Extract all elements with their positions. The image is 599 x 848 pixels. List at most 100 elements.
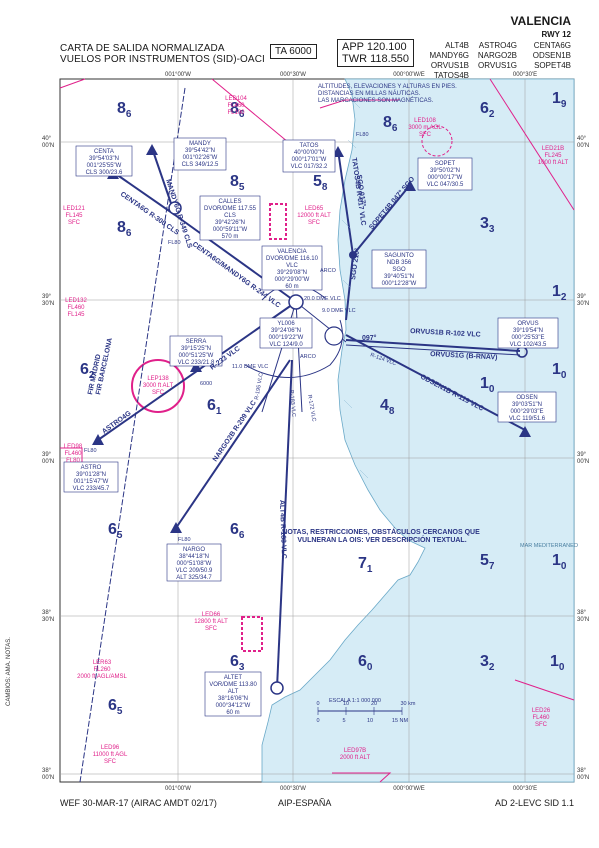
- svg-text:ALTET: ALTET: [224, 675, 243, 681]
- svg-text:000°19'22"W: 000°19'22"W: [269, 335, 304, 341]
- route-orvus-rnav: [345, 344, 521, 356]
- msa-value: 19: [552, 90, 567, 110]
- msa-value: 58: [313, 173, 328, 193]
- footer-publication: AIP-ESPAÑA: [278, 798, 332, 808]
- svg-text:SFC: SFC: [68, 220, 81, 226]
- waypoint-boxes: CENTA 39°54'03"N 001°25'55"W CLS 300/23.…: [63, 137, 559, 717]
- svg-text:39°40'51"N: 39°40'51"N: [384, 274, 414, 280]
- tick-left: 39°00'N: [42, 452, 54, 465]
- svg-text:SFC: SFC: [535, 722, 548, 728]
- svg-text:LED97B: LED97B: [344, 748, 366, 754]
- svg-text:FL145: FL145: [65, 213, 83, 219]
- route-orvus: [345, 339, 521, 352]
- svg-text:39°01'28"N: 39°01'28"N: [76, 472, 106, 478]
- svg-text:39°54'42"N: 39°54'42"N: [185, 148, 215, 154]
- label-r183a: R-183 VLC: [288, 390, 296, 418]
- svg-text:39°42'26"N: 39°42'26"N: [215, 220, 245, 226]
- svg-text:FL460: FL460: [532, 715, 550, 721]
- svg-text:ALT: ALT: [228, 689, 239, 695]
- msa-value: 86: [230, 100, 245, 120]
- route-sopet: [352, 184, 411, 256]
- sagunto-box: SAGUNTO NDB 356 SGO 39°40'51"N 000°12'28…: [371, 249, 427, 289]
- valencia-vor-icon: [288, 294, 304, 310]
- tick-left: 38°00'N: [42, 768, 54, 781]
- area-led97b-line: [332, 772, 392, 783]
- svg-text:FL460: FL460: [64, 451, 82, 457]
- yl006-box: YL006 39°24'06"N 000°19'22"W VLC 124/9.0: [259, 317, 313, 349]
- route-centa: [112, 171, 176, 216]
- msa-value: 85: [230, 173, 245, 193]
- tick-bottom: 000°30'W: [280, 786, 306, 792]
- msa-value: 63: [230, 653, 245, 673]
- area-lep138-circle: [131, 359, 185, 413]
- svg-text:0: 0: [316, 701, 319, 707]
- svg-text:VLC 209/50.9: VLC 209/50.9: [176, 568, 213, 574]
- svg-text:000°51'08"W: 000°51'08"W: [177, 561, 212, 567]
- sagunto-ndb-icon: [349, 251, 357, 259]
- svg-text:VLC 119/51.6: VLC 119/51.6: [509, 416, 546, 422]
- note-units-text: LAS MARCACIONES SON MAGNÉTICAS.: [318, 97, 434, 104]
- footer-page-id: AD 2-LEVC SID 1.1: [494, 798, 574, 808]
- svg-text:60 m: 60 m: [226, 710, 239, 716]
- chart-title: CARTA DE SALIDA NORMALIZADA VUELOS POR I…: [60, 43, 265, 65]
- svg-text:2000 ft ALT: 2000 ft ALT: [340, 755, 371, 761]
- astro-waypoint-icon: [92, 434, 104, 445]
- sid-name: ASTRO4G: [478, 41, 517, 50]
- svg-text:LER63: LER63: [93, 660, 112, 666]
- sopet-box: SOPET 39°50'02"N 000°00'17"W VLC 047/30.…: [417, 157, 473, 191]
- svg-text:001°25'55"W: 001°25'55"W: [87, 163, 122, 169]
- label-fl80-a: FL80: [168, 240, 181, 246]
- tick-bottom: 000°30'E: [513, 786, 537, 792]
- svg-text:LED21B: LED21B: [542, 146, 564, 152]
- svg-text:ODSEN: ODSEN: [516, 395, 537, 401]
- svg-text:570 m: 570 m: [222, 234, 239, 240]
- msa-value: 62: [480, 100, 495, 120]
- svg-text:CALLES: CALLES: [218, 199, 241, 205]
- route-nargo: [175, 359, 291, 529]
- svg-text:FL460: FL460: [227, 103, 245, 109]
- svg-text:SFC: SFC: [308, 220, 321, 226]
- svg-text:DVOR/DME 116.10: DVOR/DME 116.10: [266, 256, 319, 262]
- nargo-waypoint-icon: [170, 522, 182, 533]
- airport-icon: [324, 326, 344, 346]
- svg-text:000°34'12"W: 000°34'12"W: [216, 703, 251, 709]
- area-led26-line: [514, 679, 575, 701]
- svg-text:38°16'06"N: 38°16'06"N: [218, 696, 248, 702]
- tick-bottom: 001°00'W: [165, 786, 191, 792]
- sid-name: ODSEN1B: [532, 51, 571, 60]
- svg-text:000°51'25"W: 000°51'25"W: [179, 353, 214, 359]
- sid-name: TATOS4B: [433, 71, 469, 80]
- svg-text:1000 ft ALT: 1000 ft ALT: [538, 160, 569, 166]
- svg-text:CENTA: CENTA: [94, 149, 114, 155]
- mandy-waypoint-icon: [146, 144, 158, 155]
- svg-text:FL80: FL80: [66, 458, 80, 464]
- svg-text:20: 20: [371, 701, 377, 707]
- route-label-astro: ASTRO4G: [101, 410, 133, 436]
- scale-bar: ESCALA 1:1 000 000 0 10 20 30 km 0 5 10 …: [316, 698, 415, 724]
- footer-effective-date: WEF 30-MAR-17 (AIRAC AMDT 02/17): [60, 798, 217, 808]
- tick-right: 40°00'N: [577, 136, 589, 149]
- svg-text:LED104: LED104: [225, 96, 247, 102]
- area-led21b-line: [489, 78, 575, 211]
- svg-text:39°15'25"N: 39°15'25"N: [181, 346, 211, 352]
- sid-name: CENTA6G: [533, 41, 571, 50]
- svg-text:FL145: FL145: [67, 312, 85, 318]
- svg-text:39°19'54"N: 39°19'54"N: [513, 328, 543, 334]
- svg-text:FL460: FL460: [67, 305, 85, 311]
- svg-text:000°17'01"W: 000°17'01"W: [292, 157, 327, 163]
- label-dme20: 20.0 DME VLC: [304, 296, 341, 302]
- svg-text:LED96: LED96: [101, 745, 120, 751]
- tick-top: 000°30'W: [280, 72, 306, 78]
- label-r172: R-172 VLC: [306, 394, 317, 422]
- svg-text:SFC: SFC: [152, 390, 165, 396]
- msa-value: 65: [108, 697, 123, 717]
- svg-text:SERRA: SERRA: [186, 339, 207, 345]
- changes-note: CAMBIOS: AMA. NOTAS.: [6, 637, 12, 706]
- route-odsen: [345, 334, 526, 431]
- note-obstacles-text: VULNERAN LA OIS: VER DESCRIPCIÓN TEXTUAL…: [297, 535, 466, 544]
- svg-text:15 NM: 15 NM: [392, 718, 409, 724]
